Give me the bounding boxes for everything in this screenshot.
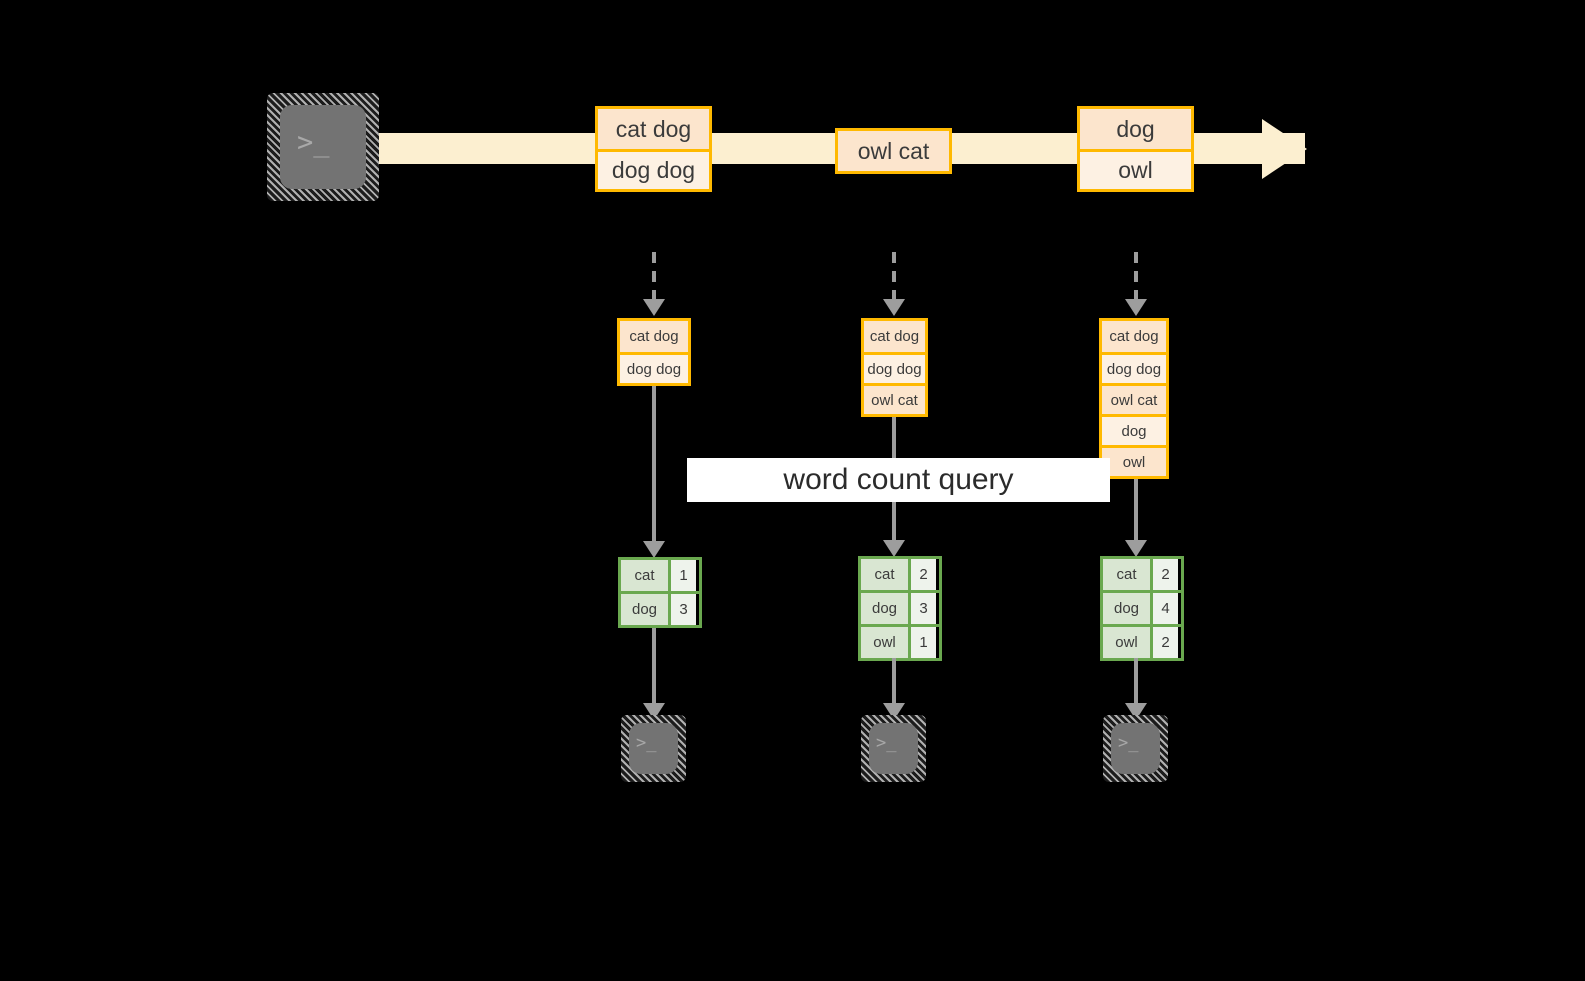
result-key: dog [861,593,908,624]
result-table-2: cat 2 dog 3 owl 1 [858,556,942,661]
query-arrow-1 [638,386,670,558]
terminal-face [280,105,366,189]
result-key: owl [861,627,908,658]
sink-arrow-3 [1120,658,1152,720]
terminal-face [869,723,918,774]
stream-event-line: cat dog [598,109,709,149]
sink-arrow-1 [638,628,670,720]
table-row: owl 1 [861,624,939,658]
stream-event-box-1: cat dog dog dog [595,106,712,192]
sink-arrow-2 [878,658,910,720]
accumulated-stack-3: cat dog dog dog owl cat dog owl [1099,318,1169,479]
result-key: cat [861,559,908,590]
result-key: dog [1103,593,1150,624]
accumulated-stack-2: cat dog dog dog owl cat [861,318,928,417]
terminal-face [629,723,678,774]
result-value: 3 [908,593,936,624]
snapshot-arrow-1 [638,252,670,316]
sink-terminal-1[interactable]: >_ [621,715,686,782]
query-label: word count query [687,458,1110,502]
arrow-shaft [1134,477,1138,540]
terminal-prompt-icon: >_ [297,127,330,158]
result-table-3: cat 2 dog 4 owl 2 [1100,556,1184,661]
table-row: dog 4 [1103,590,1181,624]
source-terminal[interactable]: >_ [267,93,379,201]
stream-event-line: owl cat [838,131,949,171]
result-key: owl [1103,627,1150,658]
result-key: cat [621,560,668,591]
snapshot-arrow-3 [1120,252,1152,316]
stream-event-line: dog dog [598,149,709,189]
result-value: 1 [908,627,936,658]
stream-event-line: owl [1080,149,1191,189]
snapshot-arrow-2 [878,252,910,316]
table-row: owl 2 [1103,624,1181,658]
table-row: dog 3 [621,591,699,625]
result-value: 2 [908,559,936,590]
accumulated-line: owl cat [864,383,925,414]
accumulated-line: owl [1102,445,1166,476]
arrow-head [883,540,905,557]
arrow-shaft [652,386,656,541]
arrow-shaft [892,252,896,299]
table-row: cat 2 [1103,559,1181,590]
arrow-shaft [1134,252,1138,299]
stream-event-box-3: dog owl [1077,106,1194,192]
arrow-head [1125,540,1147,557]
arrow-shaft [892,658,896,703]
terminal-prompt-icon: >_ [876,733,897,753]
table-row: dog 3 [861,590,939,624]
table-row: cat 2 [861,559,939,590]
arrow-shaft [652,628,656,703]
arrow-head [1125,299,1147,316]
result-value: 3 [668,594,696,625]
table-row: cat 1 [621,560,699,591]
stream-arrowhead [1262,119,1307,179]
accumulated-line: cat dog [620,321,688,352]
accumulated-line: dog dog [1102,352,1166,383]
arrow-head [643,541,665,558]
result-table-1: cat 1 dog 3 [618,557,702,628]
result-key: dog [621,594,668,625]
arrow-head [883,299,905,316]
accumulated-line: cat dog [864,321,925,352]
accumulated-line: dog [1102,414,1166,445]
arrow-head [643,299,665,316]
stream-event-box-2: owl cat [835,128,952,174]
accumulated-line: dog dog [620,352,688,383]
terminal-prompt-icon: >_ [1118,733,1139,753]
arrow-shaft [652,252,656,299]
stream-event-line: dog [1080,109,1191,149]
accumulated-line: dog dog [864,352,925,383]
accumulated-stack-1: cat dog dog dog [617,318,691,386]
result-value: 4 [1150,593,1178,624]
terminal-prompt-icon: >_ [636,733,657,753]
sink-terminal-3[interactable]: >_ [1103,715,1168,782]
terminal-face [1111,723,1160,774]
sink-terminal-2[interactable]: >_ [861,715,926,782]
result-key: cat [1103,559,1150,590]
arrow-shaft [1134,658,1138,703]
result-value: 2 [1150,627,1178,658]
accumulated-line: owl cat [1102,383,1166,414]
query-arrow-3 [1120,477,1152,557]
accumulated-line: cat dog [1102,321,1166,352]
result-value: 2 [1150,559,1178,590]
result-value: 1 [668,560,696,591]
